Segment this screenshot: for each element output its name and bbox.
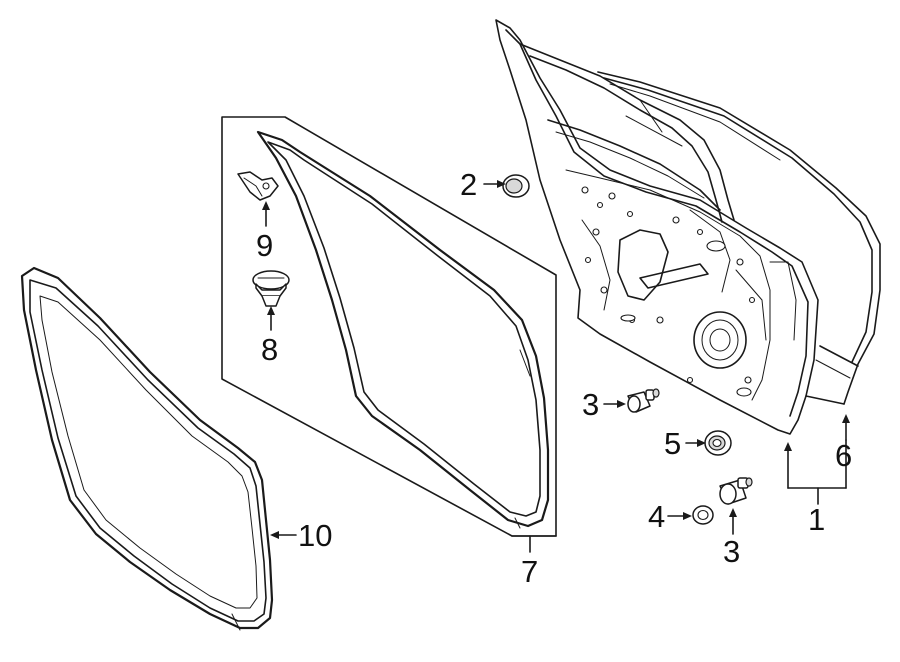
- bumper-icon: [719, 477, 753, 505]
- callout-2: 2: [460, 167, 477, 202]
- push-clip-icon: [252, 270, 290, 307]
- callout-1: 1: [808, 502, 825, 537]
- callout-10: 10: [298, 518, 332, 553]
- callout-5: 5: [664, 426, 681, 461]
- body-seal-icon: [20, 266, 274, 631]
- callout-6: 6: [835, 438, 852, 473]
- bumper-icon: [627, 388, 660, 413]
- callout-7: 7: [521, 554, 538, 589]
- callout-9: 9: [256, 228, 273, 263]
- callout-3-lower: 3: [723, 534, 740, 569]
- callout-3-upper: 3: [582, 387, 599, 422]
- seal-end-clip-icon: [237, 171, 279, 201]
- leader-lines: [262, 180, 850, 553]
- callout-4: 4: [648, 499, 665, 534]
- plug-icon: [704, 430, 732, 456]
- washer-icon: [692, 505, 714, 525]
- callout-8: 8: [261, 332, 278, 367]
- door-shell-icon: [495, 19, 881, 435]
- grommet-icon: [502, 174, 530, 198]
